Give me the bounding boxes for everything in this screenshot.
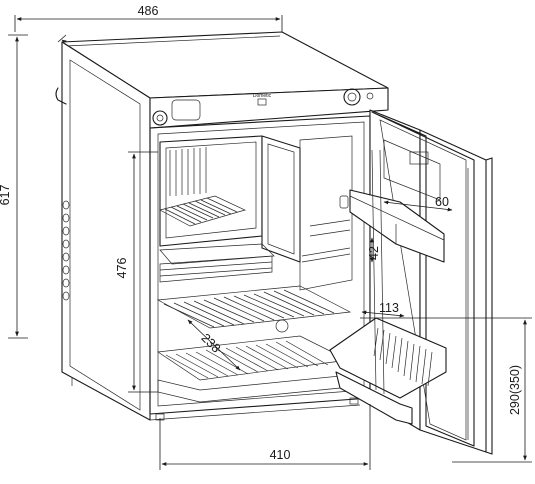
- side-vent-row: [62, 200, 70, 301]
- thermostat-knob-icon: [343, 88, 361, 106]
- dim-617-label: 617: [0, 185, 12, 206]
- control-panel: Dometic: [149, 87, 389, 129]
- dimension-shelf-depth: 60: [383, 195, 453, 212]
- freezer-door: [261, 135, 301, 263]
- dimension-door-depth: 290(350): [360, 317, 532, 463]
- dim-113-label: 113: [379, 301, 399, 315]
- dim-486-label: 486: [138, 4, 159, 18]
- freezer-compartment: [159, 135, 263, 247]
- crisper-shelf: [159, 243, 275, 283]
- bottom-wire-shelf: [157, 335, 350, 403]
- dim-238-label: 238: [199, 331, 224, 356]
- middle-wire-shelf: [156, 285, 352, 333]
- dim-410-label: 410: [270, 448, 291, 462]
- gas-knob-icon: [152, 110, 168, 126]
- dim-42-label: 42: [367, 246, 381, 260]
- dimension-width-top: 486: [14, 4, 283, 32]
- dimension-inner-height: 476: [115, 151, 158, 393]
- dim-290-label: 290(350): [508, 365, 522, 415]
- dim-60-label: 60: [435, 195, 449, 209]
- brand-label: Dometic: [253, 93, 272, 99]
- dimension-door-bin-b: 113: [361, 301, 405, 318]
- back-wall: [299, 135, 353, 291]
- fridge-door: [329, 109, 493, 455]
- dimension-inner-width: 410: [159, 404, 371, 470]
- cabinet-left-side: [55, 41, 151, 421]
- dim-476-label: 476: [115, 258, 129, 279]
- dimension-door-bin-a: 42: [367, 237, 381, 263]
- dimension-height-total: 617: [0, 34, 28, 339]
